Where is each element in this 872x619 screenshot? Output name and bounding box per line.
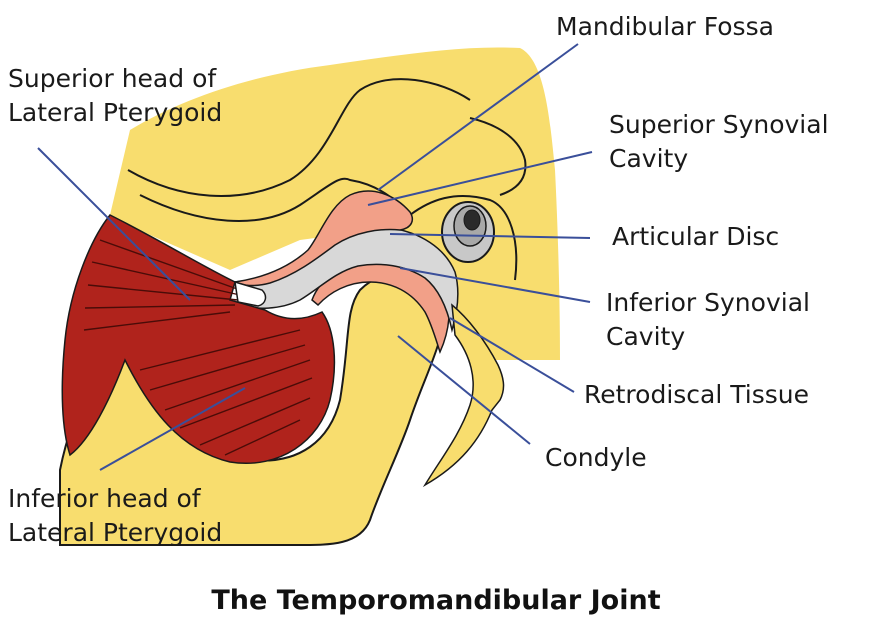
lateral-pterygoid-muscle — [61, 214, 336, 464]
label-articular-disc: Articular Disc — [612, 222, 780, 251]
pterygoid-tendon — [234, 280, 267, 307]
label-mandibular-fossa: Mandibular Fossa — [556, 12, 774, 41]
muscle-fibres — [83, 239, 313, 456]
label-superior-synovial-cavity: Superior Synovial Cavity — [609, 110, 829, 173]
label-inferior-head: Inferior head of Lateral Pterygoid — [8, 484, 223, 547]
eminence-outline — [469, 117, 527, 196]
retrodiscal-tissue — [422, 303, 505, 488]
diagram-title: The Temporomandibular Joint — [211, 585, 661, 616]
label-retrodiscal-tissue: Retrodiscal Tissue — [584, 380, 809, 409]
label-superior-head: Superior head of Lateral Pterygoid — [8, 64, 223, 127]
label-inferior-synovial-cavity: Inferior Synovial Cavity — [606, 288, 810, 351]
label-condyle: Condyle — [545, 443, 647, 472]
ear-canal-core — [463, 209, 481, 231]
skull-outline — [127, 78, 471, 198]
superior-synovial-cavity — [232, 190, 413, 287]
leader-lines — [37, 43, 593, 471]
